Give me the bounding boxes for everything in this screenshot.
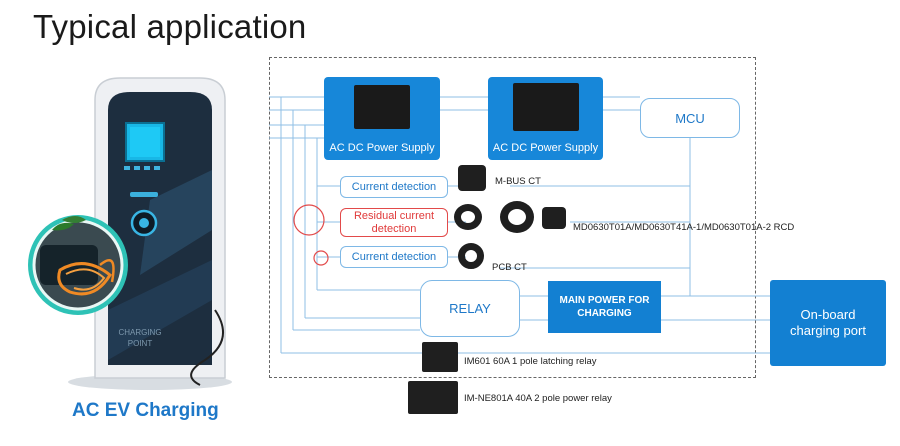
pcb-ct-label: PCB CT [492, 262, 527, 273]
onboard-charging-port: On-board charging port [770, 280, 886, 366]
rcd-sensor-icon [542, 207, 566, 229]
power-supply-left-label: AC DC Power Supply [329, 142, 435, 154]
mcu-box: MCU [640, 98, 740, 138]
rcd-sensor-icon [500, 201, 534, 233]
power-supply-right-label: AC DC Power Supply [492, 142, 599, 154]
system-boundary [269, 57, 756, 378]
ev-charger-illustration: CHARGING POINT [28, 77, 232, 390]
relay-box: RELAY [420, 280, 520, 337]
current-detection-top: Current detection [340, 176, 448, 198]
latching-relay-label: IM601 60A 1 pole latching relay [464, 356, 597, 367]
latching-relay-icon [422, 342, 458, 372]
power-relay-icon [408, 381, 458, 414]
current-detection-bottom-label: Current detection [351, 251, 437, 263]
current-detection-top-label: Current detection [351, 181, 437, 193]
current-detection-bottom: Current detection [340, 246, 448, 268]
ev-charging-label: AC EV Charging [72, 400, 219, 421]
page-title: Typical application [33, 8, 307, 45]
relay-label: RELAY [449, 301, 491, 316]
power-relay-label: IM-NE801A 40A 2 pole power relay [464, 393, 612, 404]
residual-current-detection: Residual current detection [340, 208, 448, 237]
mbus-ct-label: M-BUS CT [495, 176, 541, 187]
mbus-ct-icon [458, 165, 486, 191]
onboard-port-label: On-board charging port [790, 307, 866, 338]
residual-current-detection-label: Residual current detection [353, 209, 435, 235]
main-power-box: MAIN POWER FOR CHARGING [548, 281, 661, 333]
svg-text:CHARGING: CHARGING [118, 328, 161, 337]
main-power-label: MAIN POWER FOR CHARGING [559, 295, 650, 319]
pcb-ct-icon [458, 243, 484, 269]
rcd-sensor-icon [454, 204, 482, 230]
power-module-icon [354, 85, 410, 129]
mcu-label: MCU [675, 110, 705, 126]
svg-text:POINT: POINT [128, 339, 153, 348]
power-module-icon [513, 83, 579, 131]
rcd-label: MD0630T01A/MD0630T41A-1/MD0630T01A-2 RCD [573, 222, 795, 233]
